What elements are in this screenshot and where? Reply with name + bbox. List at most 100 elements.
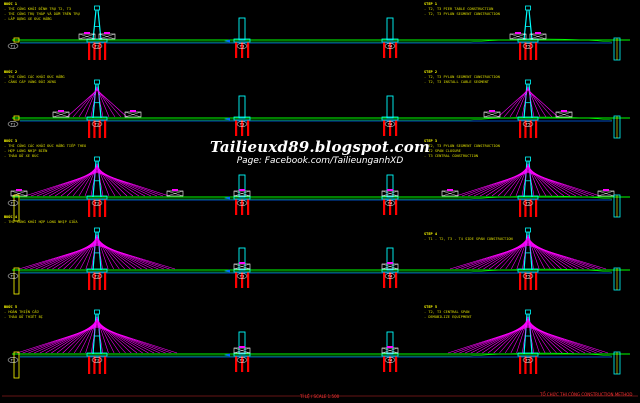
stage-4-pylon-1-head: [94, 227, 100, 233]
stage-3-pylon-1-head: [94, 156, 100, 162]
stage-3-pier-label-T4-circle: [384, 200, 396, 206]
left-stage-note-3: BƯỚC 3 - THI CÔNG CÁC KHỐI ĐÚC HẪNG TIẾP…: [4, 139, 87, 158]
stage-5-pylon-2-pile: [519, 356, 522, 374]
stage-4-pylon-2-cable-l: [472, 241, 529, 270]
stage-2-mid-pier-1-cap: [233, 116, 251, 121]
stage-5-pier-label-T2-circle: [91, 357, 103, 363]
stage-1-pylon-1-pile: [104, 42, 107, 60]
stage-2-pylon-2-cap: [517, 116, 539, 121]
stage-3-pylon-2-cable-l: [461, 171, 529, 197]
stage-1-pylon-2-leg-right: [528, 9, 533, 41]
stage-3-pylon-2-cable-r: [527, 170, 589, 197]
stage-1-pier-label-T1-circle: [7, 43, 19, 49]
stage-5-pier-label-T4-circle: [384, 357, 396, 363]
stage-3-pylon-1-leg-left: [92, 160, 97, 198]
stage-1-pylon-2-traveler-left-jack: [515, 32, 521, 34]
stage-1-pylon-1-leg-left: [92, 9, 97, 41]
stage-4-pylon-2-cable-r: [527, 244, 601, 270]
stage-1-mid-pier-2-pile: [395, 42, 398, 58]
stage-4-pylon-1-cable-l: [41, 241, 98, 270]
stage-2-pylon-2-cable-r: [527, 89, 559, 118]
stage-1-pier-label-T4-text: T4: [387, 44, 393, 48]
stage-4-pier-label-T3-text: T3: [239, 274, 244, 278]
stage-1-pylon-2-traveler-left-brace2: [509, 33, 527, 40]
stage-5-pylon-1-pile: [104, 356, 107, 374]
stage-2-pylon-1-leg-right: [97, 83, 102, 119]
stage-3-mid-pier-1-pile: [235, 199, 238, 215]
stage-5-pylon-2-cable-r: [527, 326, 609, 354]
stage-3-pylon-2-cable-l: [473, 169, 529, 197]
stage-1-pier-label-T4-circle: [384, 43, 396, 49]
stage-1-pier-label-T1-text: T1: [10, 44, 15, 48]
left-stage-note-4: BƯỚC 4 - THI CÔNG KHỐI HỢP LONG NHỊP GIỮ…: [4, 215, 78, 224]
stage-2-ground-line: [20, 116, 613, 121]
stage-4-pylon-2-cable-r: [527, 244, 607, 270]
stage-5-mid-pier-1-traveler-jack: [239, 346, 245, 348]
stage-2-abutment-left: [13, 115, 20, 121]
stage-2-pylon-2-traveler-right-jack: [561, 110, 567, 112]
stage-4-mid-pier-2-pile: [389, 272, 392, 288]
watermark-subtitle: Page: Facebook.com/TailieunganhXD: [236, 156, 404, 166]
stage-2-pylon-2-head: [525, 79, 531, 85]
stage-2-pylon-1-cable-r: [96, 87, 110, 118]
stage-5-pylon-2-pile: [529, 356, 532, 374]
stage-1-pier-label-T2-text: T2: [94, 44, 99, 48]
stage-5-direction-arrow: [224, 353, 230, 357]
stage-3-pylon-2-traveler-left-brace2: [441, 190, 459, 197]
stage-5-pylon-2-cable-l: [453, 326, 529, 354]
right-stage-note-2: STEP 2 - T2, T3 PYLON SEGMENT CONSTRUCTI…: [424, 70, 500, 84]
stage-5-pylon-1-pile: [98, 356, 101, 374]
stage-2-pylon-1-cable-l: [78, 88, 98, 118]
stage-3-pylon-2-pile: [529, 199, 532, 217]
stage-1-pier-label-T5-circle: [522, 43, 534, 49]
stage-2-pylon-2-cable-l: [497, 89, 529, 118]
stage-4-pylon-1-pile: [88, 272, 91, 290]
stage-1-pylon-1-pile: [93, 42, 96, 60]
stage-2-pier-label-T3-circle: [236, 121, 248, 127]
stage-5-pier-label-T5-circle: [522, 357, 534, 363]
left-stage-note-2: BƯỚC 2 - THI CÔNG CÁC KHỐI ĐÚC HẪNG - CĂ…: [4, 70, 65, 84]
stage-4-mid-pier-2-pile: [383, 272, 386, 288]
stage-3-pylon-2-traveler-left-jack: [447, 189, 453, 191]
stage-3-pylon-2-cable-r: [527, 171, 595, 197]
stage-2-pylon-1-cable-r: [96, 88, 116, 118]
stage-4-mid-pier-2-traveler-jack: [387, 262, 393, 264]
stage-1-pylon-2-pile: [519, 42, 522, 60]
stage-3-pylon-2-cable-r: [527, 172, 601, 197]
stage-2-mid-pier-2-pile: [395, 120, 398, 136]
stage-5-pylon-2-pile: [535, 356, 538, 374]
stage-3-pylon-2-pile: [519, 199, 522, 217]
stage-5-pylon-1-cable-l: [28, 325, 98, 354]
stage-3-pier-label-T3-circle: [236, 200, 248, 206]
stage-1-pier-label-T3-circle: [236, 43, 248, 49]
stage-2-pylon-1-traveler-left-jack: [58, 110, 64, 112]
stage-3-pylon-2-traveler-right-jack: [603, 189, 609, 191]
stage-5-pylon-1-cable-l: [16, 326, 98, 354]
stage-1-pylon-2-traveler-right-jack: [535, 32, 541, 34]
stage-2-pylon-2-cable-r: [527, 87, 541, 118]
stage-5-mid-pier-1-pile: [247, 356, 250, 372]
stage-4-pier-label-T2-circle: [91, 273, 103, 279]
stage-3-pylon-1-cable-l: [24, 172, 98, 197]
stage-1-pylon-1-head: [94, 5, 100, 11]
stage-5-pylon-2-pile: [524, 356, 527, 374]
stage-4-mid-pier-2-pile: [395, 272, 398, 288]
stage-3-pylon-2-cable-l: [455, 172, 529, 197]
stage-3-pylon-2-cable-r: [527, 169, 583, 197]
stage-4-pylon-2-cable-l: [461, 243, 529, 270]
stage-1-pylon-1-traveler-left-brace2: [78, 33, 96, 40]
stage-2-pylon-1-pile: [104, 120, 107, 138]
stage-2-pylon-2-cable-r: [527, 86, 535, 118]
stage-4-pier-label-T1-circle: [7, 273, 19, 279]
stage-1-pylon-2-head: [525, 5, 531, 11]
stage-3-mid-pier-1-traveler-jack: [239, 189, 245, 191]
stage-2-pier-label-T4-text: T4: [387, 122, 393, 126]
stage-5-pier-label-T1-circle: [7, 357, 19, 363]
stage-1-abutment-left: [13, 37, 20, 43]
stage-4-pier-label-T5-circle: [522, 273, 534, 279]
stage-2-pylon-2-cable-l: [521, 86, 529, 118]
stage-2-pier-label-T3-text: T3: [239, 122, 244, 126]
stage-1-pier-label-T3-text: T3: [239, 44, 244, 48]
stage-3-pylon-1-cap: [86, 195, 108, 200]
